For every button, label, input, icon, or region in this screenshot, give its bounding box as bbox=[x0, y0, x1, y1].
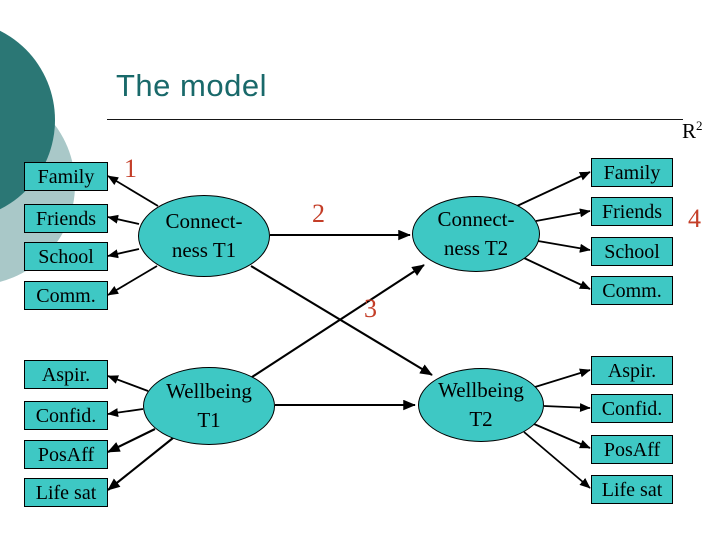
indicator-box-school-left: School bbox=[24, 242, 108, 271]
arrow-connect-t2-school bbox=[537, 240, 591, 253]
indicator-box-lifesat-left: Life sat bbox=[24, 478, 108, 507]
latent-label-line2: T2 bbox=[469, 407, 493, 431]
arrow-connect-t1-school bbox=[107, 248, 140, 259]
indicator-box-school-right: School bbox=[591, 237, 673, 266]
indicator-box-lifesat-right: Life sat bbox=[591, 475, 673, 504]
indicator-box-confid-left: Confid. bbox=[24, 401, 108, 430]
arrow-wellbeing-t2-posaff bbox=[533, 423, 591, 449]
latent-ellipse-connect-t1: Connect- ness T1 bbox=[138, 195, 270, 277]
r-squared-label: R2 bbox=[682, 118, 703, 144]
r-squared-exponent: 2 bbox=[696, 118, 703, 133]
latent-ellipse-connect-t2: Connect- ness T2 bbox=[412, 196, 540, 272]
indicator-box-posaff-left: PosAff bbox=[24, 440, 108, 469]
latent-label-line1: Wellbeing bbox=[438, 378, 524, 402]
arrow-wellbeing-t1-lifesat bbox=[107, 437, 174, 491]
indicator-box-posaff-right: PosAff bbox=[591, 435, 673, 464]
arrow-connect-t1-family bbox=[107, 175, 159, 207]
indicator-box-comm-right: Comm. bbox=[591, 276, 673, 305]
indicator-box-friends-left: Friends bbox=[24, 204, 108, 233]
path-number-2: 2 bbox=[312, 199, 325, 228]
r-squared-base: R bbox=[682, 119, 697, 143]
arrow-connect-t1-to-wellbeing-t2 bbox=[250, 265, 433, 376]
latent-label-line2: ness T2 bbox=[443, 236, 509, 260]
path-number-1: 1 bbox=[124, 154, 137, 183]
latent-ellipse-wellbeing-t1: Wellbeing T1 bbox=[143, 367, 275, 445]
arrow-wellbeing-t1-posaff bbox=[107, 428, 156, 453]
indicator-box-family-left: Family bbox=[24, 162, 108, 191]
arrow-connect-t2-comm bbox=[523, 257, 591, 290]
latent-ellipse-wellbeing-t2: Wellbeing T2 bbox=[418, 368, 544, 442]
indicator-box-confid-right: Confid. bbox=[591, 394, 673, 423]
indicator-box-aspir-left: Aspir. bbox=[24, 360, 108, 389]
indicator-box-comm-left: Comm. bbox=[24, 281, 108, 310]
latent-label-line2: ness T1 bbox=[171, 238, 237, 262]
latent-label-line2: T1 bbox=[197, 408, 221, 432]
indicator-box-family-right: Family bbox=[591, 158, 673, 187]
path-number-4: 4 bbox=[688, 204, 701, 233]
arrow-wellbeing-t2-aspir bbox=[534, 368, 591, 388]
latent-label-line1: Connect- bbox=[437, 207, 515, 231]
arrow-connect-t1-comm bbox=[107, 265, 158, 296]
arrow-connect-t2-family bbox=[516, 171, 591, 207]
arrow-wellbeing-t2-lifesat bbox=[523, 431, 591, 489]
path-number-3: 3 bbox=[364, 294, 377, 323]
slide-title: The model bbox=[116, 68, 267, 103]
arrow-connect-t2-friends bbox=[535, 208, 591, 222]
arrow-wellbeing-t1-confid bbox=[107, 408, 144, 418]
arrow-wellbeing-t1-to-connect-t2 bbox=[251, 264, 425, 378]
arrow-wellbeing-t2-confid bbox=[543, 403, 591, 413]
arrow-connect-t1-friends bbox=[107, 214, 140, 225]
title-underline bbox=[107, 119, 683, 120]
arrow-wellbeing-t1-aspir bbox=[107, 375, 149, 392]
indicator-box-aspir-right: Aspir. bbox=[591, 356, 673, 385]
latent-label-line1: Connect- bbox=[165, 209, 243, 233]
latent-label-line1: Wellbeing bbox=[166, 379, 252, 403]
indicator-box-friends-right: Friends bbox=[591, 197, 673, 226]
